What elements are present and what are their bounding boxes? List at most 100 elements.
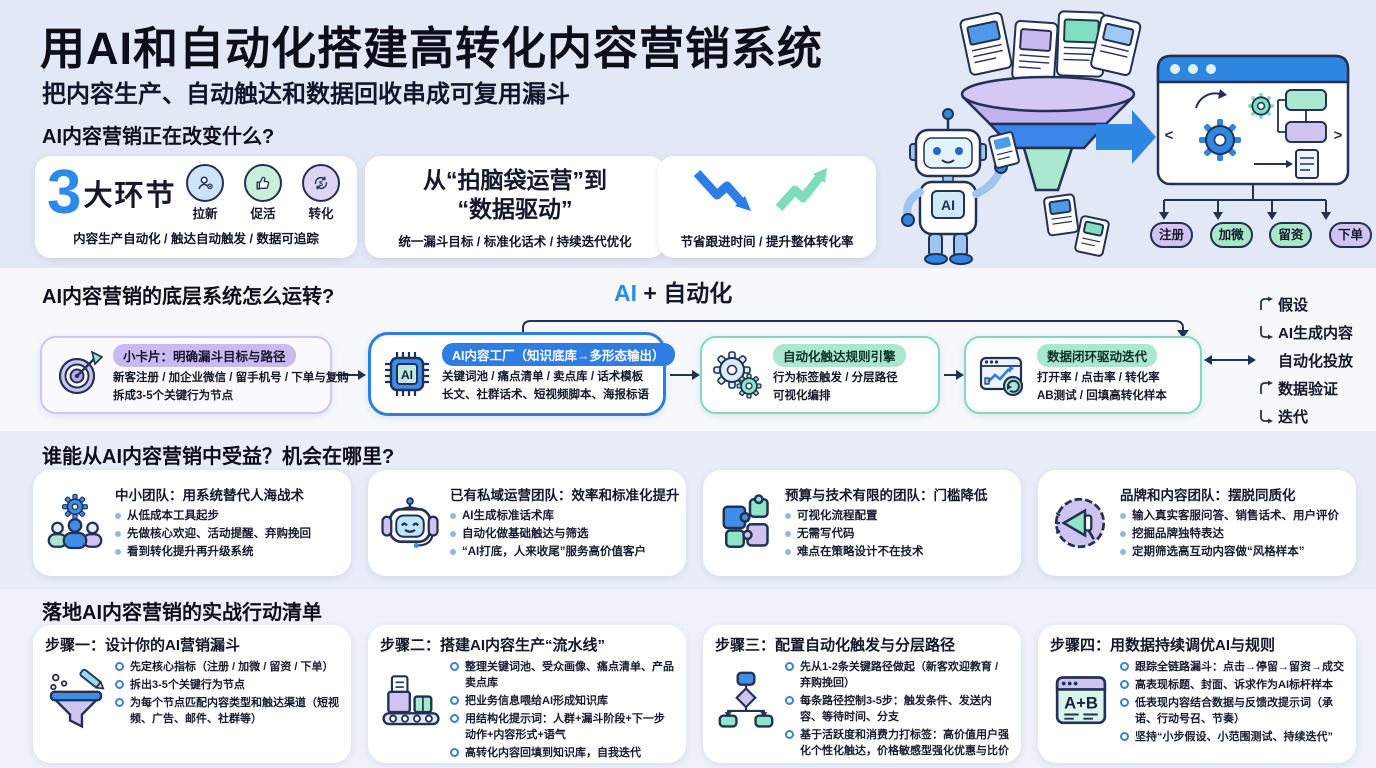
benefit-bullet: 自动化做基础触达与筛选 [450,526,680,544]
bullet-ring-icon [450,662,459,671]
card-data-driven: 从“拍脑袋运营”到 “数据驱动” 统一漏斗目标 / 标准化话术 / 持续迭代优化 [365,156,665,258]
action-bullet: 高转化内容回填到知识库，自我迭代 [450,746,674,762]
benefit-bullet: “AI打底，人来收尾”服务高价值客户 [450,544,680,562]
elbow-arrow-icon [1258,408,1278,424]
stage-activate: 促活 [239,164,287,222]
elbow-arrow-icon [1258,324,1278,340]
action-bullet: 拆出3-5个关键行为节点 [115,678,339,694]
benefit-bullet: 挖掘品牌独特表达 [1120,526,1339,544]
bullet-ring-icon [785,729,794,739]
user-plus-icon [186,164,224,202]
bullet-dot-icon [115,548,121,555]
stage-pill-wechat: 加微 [1209,222,1253,248]
benefit-card-small-teams: 中小团队：用系统替代人海战术 从低成本工具起步 先做核心欢迎、活动提醒、弃购挽回… [33,470,351,576]
ab-test-window-icon: A+B [1050,668,1112,748]
conveyor-icon [380,668,442,764]
bullet-ring-icon [115,697,124,707]
team-gear-icon [45,493,105,553]
bullet-dot-icon [450,531,456,538]
action-bullet: 用结构化提示词：人群+漏斗阶段+下一步动作+内容形式+语气 [450,712,674,744]
puzzle-icon [715,493,775,553]
card-three-links-footer: 内容生产自动化 / 触达自动触发 / 数据可追踪 [73,232,319,246]
bullet-dot-icon [1120,513,1126,520]
bullet-ring-icon [115,662,124,671]
benefit-bullet: 先做核心欢迎、活动提醒、弃购挽回 [115,526,311,544]
big-number-label: 大环节 [83,180,177,212]
svg-text:A+B: A+B [1064,694,1098,713]
stage-pill-register: 注册 [1150,222,1194,248]
gear-icon [1247,92,1275,120]
bullet-dot-icon [1120,531,1126,538]
svg-text:<: < [1165,127,1174,144]
heading-benefit: 谁能从AI内容营销中受益？机会在哪里? [42,446,395,468]
benefit-bullet: 定期筛选高互动内容做“风格样本” [1120,544,1339,562]
benefit-bullet: 可视化流程配置 [785,508,988,526]
bullet-ring-icon [450,713,459,723]
funnel-robot-illustration: AI < > [901,10,1350,265]
flow-card-title: 自动化触达规则引擎 [773,344,906,368]
bullet-ring-icon [1120,679,1129,689]
bullet-ring-icon [1120,662,1129,671]
bullet-dot-icon [115,531,121,538]
action-bullet: 坚持“小步假设、小范围测试、持续迭代” [1120,730,1344,746]
bullet-ring-icon [450,695,459,705]
page-title: 用AI和自动化搭建高转化内容营销系统 [40,23,824,74]
ai-chip-icon: AI [381,348,433,400]
browser-window-illustration: < > [1156,54,1350,186]
benefit-bullet: AI生成标准话术库 [450,508,680,526]
benefit-bullet: 输入真实客服问答、销售话术、用户评价 [1120,508,1339,526]
bullet-dot-icon [115,513,121,520]
robot-headset-icon [380,493,440,553]
bullet-dot-icon [1120,548,1126,555]
thumb-up-icon [244,164,282,202]
page-subtitle: 把内容生产、自动触达和数据回收串成可复用漏斗 [42,81,570,108]
card-result: 节省跟进时间 / 提升整体转化率 [658,156,876,258]
heading-system: AI内容营销的底层系统怎么运转? [42,286,335,308]
bullet-ring-icon [115,679,124,689]
section-action: 落地AI内容营销的实战行动清单 步骤一：设计你的AI营销漏斗 先定核心指标（注册… [0,589,1376,768]
action-bullet: 为每个节点匹配内容类型和触达渠道（短视频、广告、邮件、社群等） [115,696,339,728]
right-arrow-icon [1096,110,1156,164]
bullet-ring-icon [1120,697,1129,707]
heading-change: AI内容营销正在改变什么? [42,126,275,148]
flow-card-rule-engine: 自动化触达规则引擎 行为标签触发 / 分层路径 可视化编排 [700,336,940,414]
bullet-ring-icon [785,662,794,671]
svg-text:>: > [1334,127,1343,144]
elbow-arrow-icon [1258,380,1278,396]
svg-text:AI: AI [401,368,413,382]
flow-card-title: AI内容工厂（知识底库→多形态输出） [442,343,675,367]
bullet-ring-icon [450,747,459,757]
bullet-dot-icon [785,513,791,520]
benefit-card-private-domain: 已有私域运营团队：效率和标准化提升 AI生成标准话术库 自动化做基础触达与筛选 … [368,470,686,576]
heading-action: 落地AI内容营销的实战行动清单 [42,602,322,624]
action-card-step1: 步骤一：设计你的AI营销漏斗 先定核心指标（注册 / 加微 / 留资 / 下单）… [33,625,351,763]
section-system: AI内容营销的底层系统怎么运转? AI + 自动化 小卡片：明确漏斗目标与路径 … [0,268,1376,431]
action-bullet: 低表现内容结合数据与反馈改提示词（承诺、行动号召、节奏） [1120,696,1344,728]
benefit-bullet: 难点在策略设计不在技术 [785,544,988,562]
flow-card-content-factory: AI AI内容工厂（知识底库→多形态输出） 关键词池 / 痛点清单 / 卖点库 … [368,332,675,416]
elbow-arrow-icon [1258,296,1278,312]
gears-icon [712,349,764,401]
svg-text:AI: AI [941,197,955,213]
megaphone-badge-icon [1050,493,1110,553]
trend-arrows-icon [693,168,827,211]
bullet-dot-icon [450,548,456,555]
flow-card-title: 数据闭环驱动迭代 [1037,344,1158,368]
section-hero: 用AI和自动化搭建高转化内容营销系统 把内容生产、自动触达和数据回收串成可复用漏… [0,0,1376,268]
loop-item: AI生成内容 [1258,318,1353,346]
bullet-ring-icon [1120,731,1129,741]
chart-window-icon [976,349,1028,401]
action-bullet: 基于活跃度和消费力打标签：高价值用户强化个性化触达，价格敏感型强化优惠与比价 [785,728,1009,760]
loop-item: 迭代 [1258,402,1353,430]
action-bullet: 每条路径控制3-5步：触发条件、发送内容、等待时间、分支 [785,694,1009,726]
benefit-card-brand-content: 品牌和内容团队：摆脱同质化 输入真实客服问答、销售话术、用户评价 挖掘品牌独特表… [1038,470,1356,576]
flow-card-title: 小卡片：明确漏斗目标与路径 [113,344,296,368]
loop-item: 假设 [1258,290,1353,318]
action-bullet: 把业务信息喂给AI形成知识库 [450,694,674,710]
benefit-bullet: 无需写代码 [785,526,988,544]
loop-item: 自动化投放 [1278,352,1354,370]
flowchart-icon [715,668,777,762]
funnel-stage-pills: 注册 加微 留资 下单 [1150,222,1372,248]
stage-pill-order: 下单 [1328,222,1372,248]
flow-card-data-loop: 数据闭环驱动迭代 打开率 / 点击率 / 转化率 AB测试 / 回填高转化样本 [964,336,1202,414]
